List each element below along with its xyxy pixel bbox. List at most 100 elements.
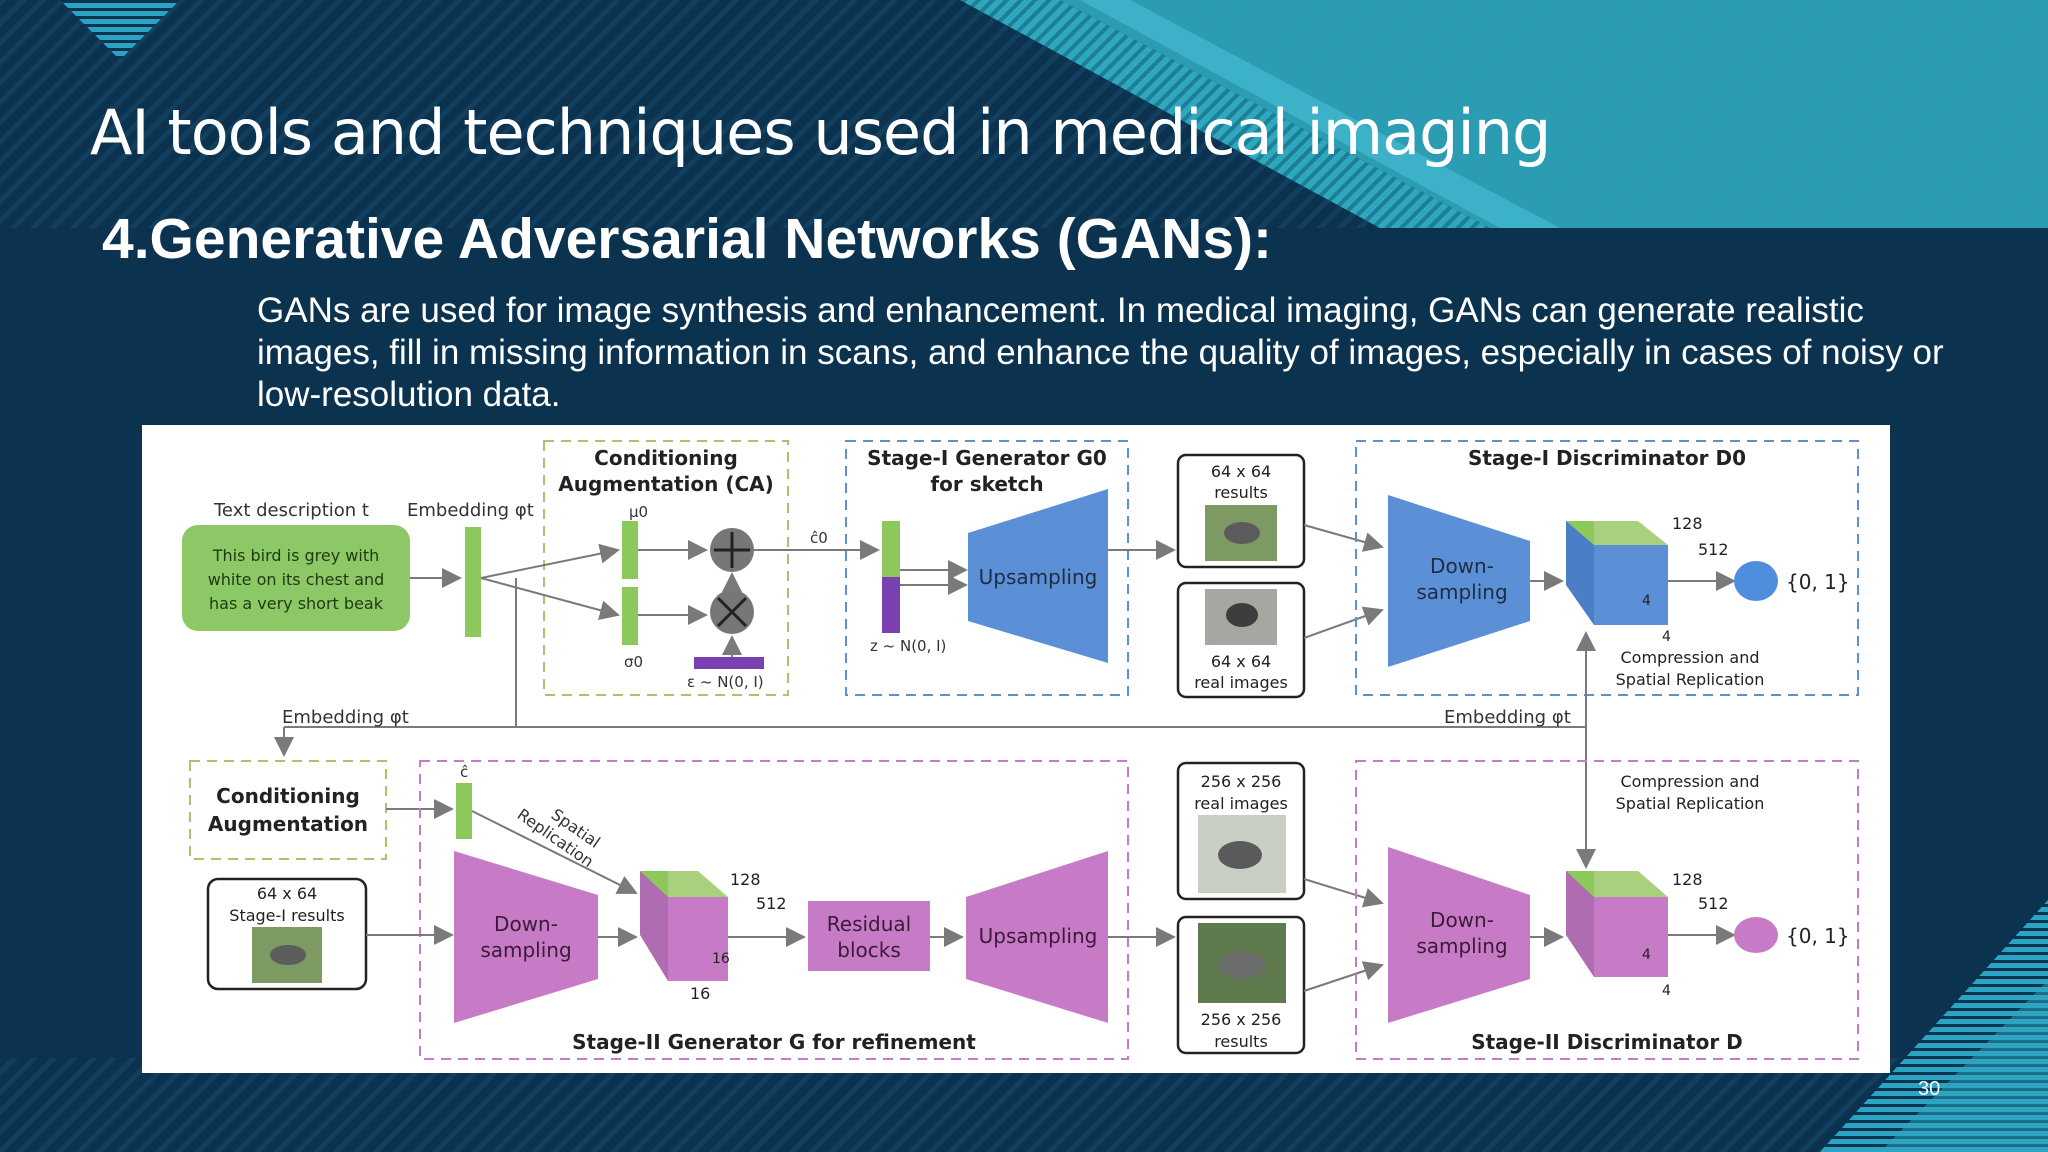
dim-label: 4 — [1662, 983, 1671, 999]
arrow — [1303, 524, 1384, 552]
sigma-label: σ0 — [624, 653, 643, 671]
dim-label: 128 — [1672, 514, 1703, 533]
results-64-label: 64 x 64 — [1211, 462, 1271, 481]
compression-label: Compression and — [1620, 772, 1759, 791]
feature-cube-front — [1594, 897, 1668, 977]
dim-label: 16 — [690, 984, 710, 1003]
epsilon-bar — [694, 657, 764, 669]
page-number: 30 — [1918, 1078, 1941, 1100]
output-node-stage2 — [1734, 917, 1778, 953]
residual-blocks — [808, 901, 930, 971]
residual-label: Residual — [827, 912, 911, 936]
multiply-icon — [716, 596, 748, 628]
text-description-line: white on its chest and — [208, 570, 385, 589]
c0-vector — [882, 521, 900, 577]
text-description-group: Text description t This bird is grey wit… — [182, 500, 410, 631]
stage1-generator-title: Stage-I Generator G0 — [867, 446, 1107, 470]
upsampling-label: Upsampling — [979, 924, 1098, 948]
text-description-label: Text description t — [213, 500, 369, 521]
mu-label: μ0 — [629, 503, 648, 521]
mu-vector — [622, 521, 638, 579]
real-64-label: 64 x 64 — [1211, 652, 1271, 671]
feature-cube-side — [1566, 521, 1594, 625]
sigma-vector — [622, 587, 638, 645]
dim-label: 512 — [756, 894, 787, 913]
feature-cube-front — [668, 897, 728, 981]
arrow — [1303, 961, 1384, 992]
compression-label: Spatial Replication — [1616, 670, 1765, 689]
stage1-generator-title: for sketch — [930, 472, 1043, 496]
output-node-stage1 — [1734, 561, 1778, 601]
c-hat-vector — [456, 783, 472, 839]
feature-cube-front — [1594, 545, 1668, 625]
dim-label: 512 — [1698, 540, 1729, 559]
text-description-box — [182, 525, 410, 631]
c-hat-label: ĉ — [460, 763, 468, 781]
real-256-frame — [1176, 761, 1306, 901]
downsampling-label: Down- — [494, 912, 558, 936]
z-vector — [882, 577, 900, 633]
plus-icon — [714, 532, 750, 568]
embedding-label-left: Embedding φt — [282, 707, 409, 728]
dim-label: 4 — [1642, 593, 1651, 609]
feature-cube-side — [640, 871, 668, 981]
text-description-line: has a very short beak — [209, 594, 384, 613]
embedding-vector-top — [465, 527, 481, 637]
output-label: {0, 1} — [1786, 570, 1850, 594]
stage2-downsampling-block — [454, 851, 598, 1023]
text-description-line: This bird is grey with — [212, 546, 380, 565]
bird-image — [1224, 522, 1260, 544]
downsampling-label: Down- — [1430, 908, 1494, 932]
arrow — [471, 810, 638, 894]
section-heading: 4.Generative Adversarial Networks (GANs)… — [102, 207, 1273, 271]
stage1-downsampling-block — [1388, 495, 1530, 667]
ca-title: Augmentation (CA) — [558, 472, 774, 496]
stage1-discriminator-title: Stage-I Discriminator D0 — [1468, 446, 1746, 470]
results-256-label: 256 x 256 — [1201, 1010, 1282, 1029]
stage2-downsampling-disc-block — [1388, 847, 1530, 1023]
ca-title: Conditioning — [594, 446, 738, 470]
stackgan-diagram: Text description t This bird is grey wit… — [182, 440, 1859, 1060]
stage2-discriminator-box — [1355, 760, 1859, 1060]
arrow — [480, 543, 620, 579]
results-256-frame — [1176, 915, 1306, 1055]
bird-image — [1226, 603, 1258, 627]
dim-label: 4 — [1662, 629, 1671, 645]
dim-label: 128 — [730, 870, 761, 889]
embedding-label-right: Embedding φt — [1444, 707, 1571, 728]
stage1-results-label: Stage-I results — [229, 906, 344, 925]
real-64-label: real images — [1194, 673, 1288, 692]
slide-title: AI tools and techniques used in medical … — [90, 96, 1551, 169]
output-label: {0, 1} — [1786, 924, 1850, 948]
ca-box — [543, 440, 789, 696]
dim-label: 16 — [712, 951, 730, 967]
compression-label: Compression and — [1620, 648, 1759, 667]
upsampling-label: Upsampling — [979, 565, 1098, 589]
real-64-frame — [1176, 581, 1306, 699]
c0-label: ĉ0 — [810, 529, 828, 547]
stage1-results-label: 64 x 64 — [257, 884, 317, 903]
stage2-upsampling-block — [966, 851, 1108, 1023]
real-256-label: real images — [1194, 794, 1288, 813]
stage2-discriminator-title: Stage-II Discriminator D — [1471, 1030, 1743, 1054]
body-paragraph: GANs are used for image synthesis and en… — [257, 291, 1944, 414]
arrow — [1303, 606, 1384, 639]
arrow — [480, 577, 620, 620]
ca2-title: Conditioning — [216, 784, 360, 808]
bird-image — [1218, 841, 1262, 869]
epsilon-label: ε ~ N(0, I) — [687, 673, 764, 691]
arrow — [1303, 878, 1384, 908]
dim-label: 128 — [1672, 870, 1703, 889]
z-label: z ~ N(0, I) — [870, 637, 946, 655]
feature-cube-side — [1566, 871, 1594, 977]
downsampling-label: sampling — [1416, 580, 1507, 604]
bird-image — [1218, 951, 1266, 979]
downsampling-label: sampling — [480, 938, 571, 962]
downsampling-label: Down- — [1430, 554, 1494, 578]
results-64-frame — [1176, 453, 1306, 569]
compression-label: Spatial Replication — [1616, 794, 1765, 813]
real-256-label: 256 x 256 — [1201, 772, 1282, 791]
results-256-label: results — [1214, 1032, 1268, 1051]
stage2-generator-box — [419, 760, 1129, 1060]
stackgan-diagram-panel: Text description t This bird is grey wit… — [142, 425, 1890, 1073]
